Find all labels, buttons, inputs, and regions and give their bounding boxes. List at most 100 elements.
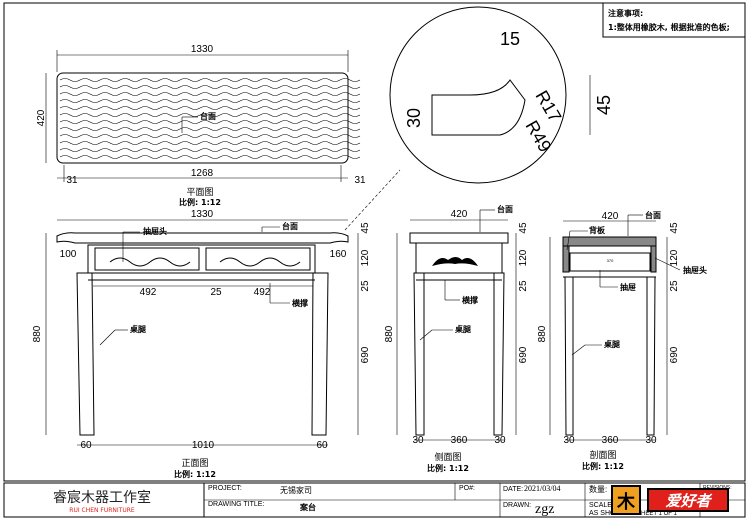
front-leg-right-dim: 60 [316,440,328,451]
side-span-dim: 360 [451,435,468,446]
project-value: 无锡家司 [280,485,312,495]
section-width-dim: 420 [602,211,619,222]
side-view: 420 880 45 120 25 690 30 360 30 台面 横撑 桌腿… [384,204,529,473]
front-drawer-left-dim: 492 [140,287,157,298]
front-tabletop [56,232,349,244]
section-title: 剖面图 [589,449,616,461]
grain-line [59,113,361,117]
section-scale: 比例: 1:12 [582,461,624,471]
edge-detail: 15 30 R17 R49 45 [344,6,614,231]
plan-left-dim: 31 [66,175,78,186]
detail-45: 45 [594,95,614,115]
section-label-drawerhead: 抽屉头 [683,265,707,275]
section-label-leg: 桌腿 [603,339,620,349]
side-h120: 120 [518,249,529,266]
drawing-frame [3,2,746,482]
company-name: 睿宸木器工作室 [53,489,151,506]
sheet-value: SHEET 1 OF 1 [637,511,678,517]
front-title: 正面图 [181,458,208,469]
plan-tabletop [56,72,349,164]
section-span-dim: 360 [602,435,619,446]
drawing-title-label: DRAWING TITLE: [208,501,264,508]
section-h25: 25 [669,280,680,292]
grain-line [59,78,361,82]
grain-line [59,155,361,159]
drawn-label: DRAWN: [503,502,531,509]
plan-width-dim: 1330 [191,44,214,55]
plan-right-dim: 31 [354,175,366,186]
section-inner-dim: 370 [607,258,614,263]
side-label-rail: 横撑 [462,295,478,305]
svg-text:木: 木 [616,491,636,513]
po-label: PO#: [459,485,475,492]
front-gap-dim: 25 [210,287,222,298]
grain-line [59,99,361,103]
grain-line [59,92,361,96]
section-height-dim: 880 [537,325,548,342]
plan-scale: 比例: 1:12 [179,197,221,207]
wood-grain [59,78,361,159]
side-leg-right-dim: 30 [494,435,506,446]
front-h25: 25 [360,280,371,292]
company-name-en: RUI CHEN FURNITURE [69,507,135,514]
front-drawer-right-dim: 492 [254,287,271,298]
detail-15: 15 [500,29,520,49]
side-label-top: 台面 [497,204,513,214]
front-width-dim: 1330 [191,209,214,220]
grain-line [59,134,361,138]
grain-line [59,85,361,89]
grain-line [59,127,361,131]
front-h45: 45 [360,222,371,234]
plan-title: 平面图 [186,187,213,198]
front-overhang-right: 160 [330,249,347,260]
grain-line [59,120,361,124]
carved-apron [432,257,478,266]
date-value: 2021/03/04 [524,484,560,493]
grain-line [59,106,361,110]
side-leg-left-dim: 30 [412,435,424,446]
front-scale: 比例: 1:12 [174,469,216,479]
notes-title: 注意事项: [608,8,643,18]
detail-30: 30 [404,108,424,128]
section-leg-right-dim: 30 [645,435,657,446]
side-label-leg: 桌腿 [454,324,471,334]
front-label-leg: 桌腿 [129,324,146,334]
svg-text:爱好者: 爱好者 [665,492,712,510]
front-leg-left [76,272,95,436]
side-h45: 45 [518,222,529,234]
plan-middle-dim: 1268 [191,168,214,179]
section-h45: 45 [669,222,680,234]
title-block: 睿宸木器工作室 RUI CHEN FURNITURE PROJECT: 无锡家司… [3,482,746,518]
plan-label-top: 台面 [200,111,216,121]
section-label-top: 台面 [645,210,661,220]
drawer-right[interactable] [205,247,311,271]
side-h25: 25 [518,280,529,292]
front-height-dim: 880 [32,325,43,342]
date-label: DATE: [503,486,523,493]
scale-label: SCALE: [589,502,614,509]
side-width-dim: 420 [451,209,468,220]
front-h690: 690 [360,346,371,363]
notes-line: 1:整体用橡胶木, 根据批准的色板; [608,22,730,32]
project-label: PROJECT: [208,485,242,492]
drawn-value: zgz [535,502,554,517]
drawer-left[interactable] [94,247,200,271]
side-h690: 690 [518,346,529,363]
side-scale: 比例: 1:12 [427,463,469,473]
front-label-rail: 横撑 [292,298,308,308]
logo: 木 爱好者 [611,485,729,515]
front-leg-right [311,272,329,436]
qty-label: 数量: [589,484,607,494]
grain-line [59,148,361,152]
side-title: 侧面图 [434,451,461,463]
section-h690: 690 [669,346,680,363]
scale-value: AS SHOWN [589,510,627,517]
front-view: 1330 100 160 880 45 120 25 690 492 25 49… [32,209,371,479]
front-span-dim: 1010 [192,440,215,451]
grain-line [59,141,361,145]
section-h120: 120 [669,249,680,266]
front-h120: 120 [360,249,371,266]
section-drawer [569,252,651,272]
side-height-dim: 880 [384,325,395,342]
